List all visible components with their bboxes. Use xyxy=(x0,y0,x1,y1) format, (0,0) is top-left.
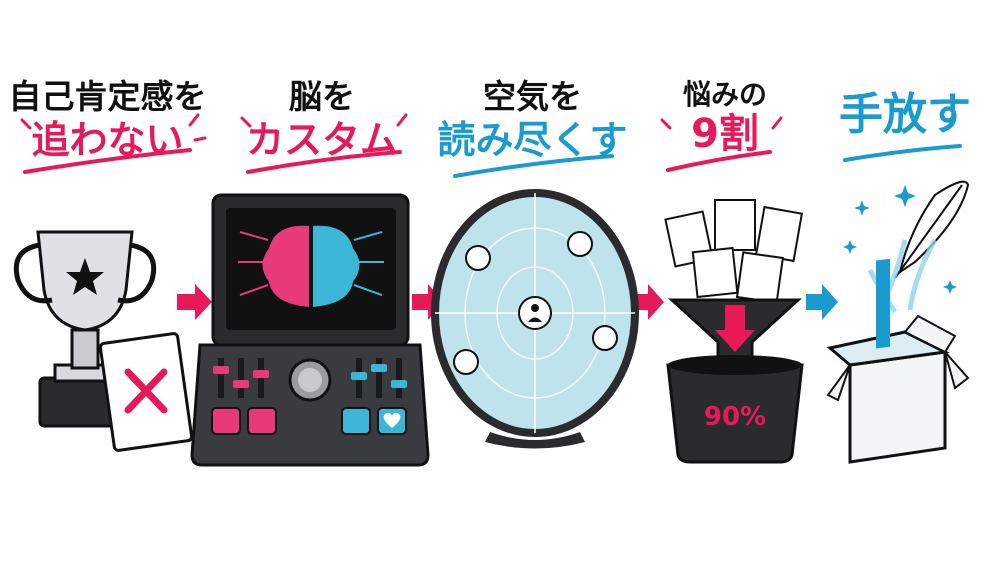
feather-box-icon xyxy=(826,180,970,464)
step4-line1: 悩みの xyxy=(682,78,767,111)
rejected-card-icon xyxy=(98,332,194,452)
arrow-3-icon xyxy=(632,284,664,320)
step3-line1: 空気を xyxy=(483,77,582,116)
step3-line2: 読み尽くす xyxy=(437,117,628,162)
funnel-bucket-icon: 90% xyxy=(664,199,804,464)
step5-title: 手放す xyxy=(820,89,990,140)
arrow-1-icon xyxy=(177,284,212,320)
step5-underline xyxy=(843,144,962,162)
sparkle-dashes xyxy=(20,113,783,142)
step1-line1: 自己肯定感を xyxy=(8,77,207,116)
step3-title: 空気を 読み尽くす xyxy=(430,77,635,162)
step2-underline xyxy=(246,150,402,174)
step1-underline xyxy=(23,148,192,174)
step4-underline xyxy=(666,150,772,172)
step4-line2: 9割 xyxy=(691,111,759,158)
step4-title: 悩みの 9割 xyxy=(650,78,800,158)
arrow-4-icon xyxy=(806,284,838,320)
step2-line1: 脳を xyxy=(289,77,355,116)
step5-line1: 手放す xyxy=(839,89,971,140)
step1-title: 自己肯定感を 追わない xyxy=(0,77,215,161)
bucket-percent-label: 90% xyxy=(704,402,766,432)
step3-underline xyxy=(453,154,614,178)
radar-people-icon xyxy=(431,189,639,449)
brain-console-icon xyxy=(190,193,430,467)
trophy-icon xyxy=(13,230,157,428)
